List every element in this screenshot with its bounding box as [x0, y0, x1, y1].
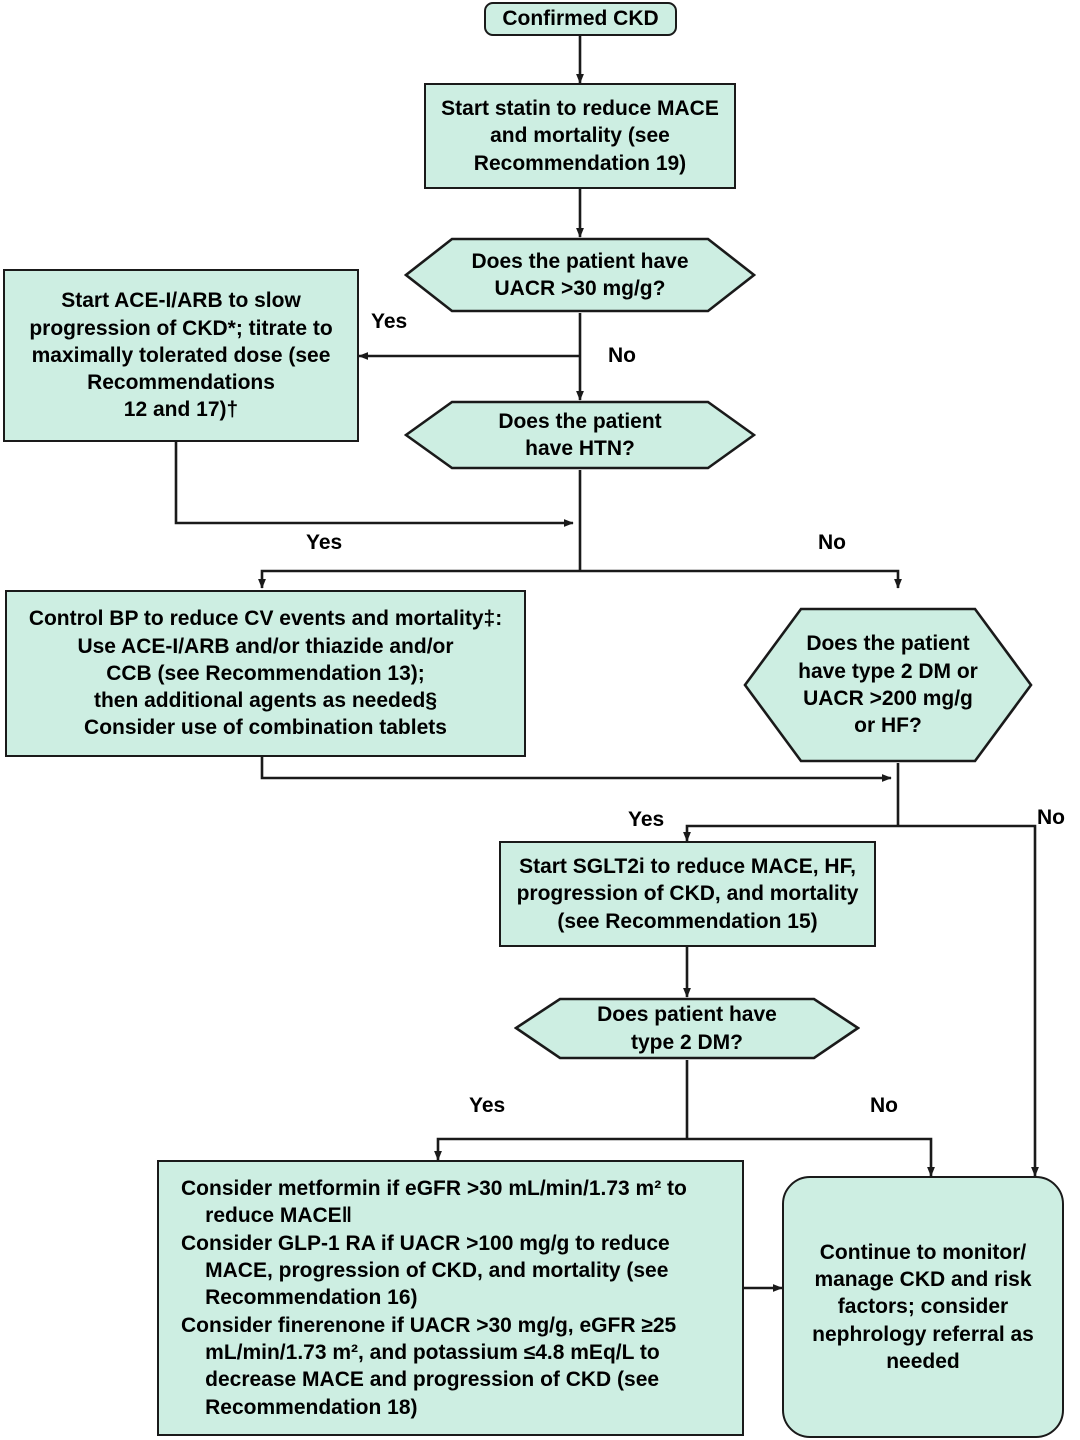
node-question-type2dm[interactable]: Does patient have type 2 DM? [514, 997, 860, 1060]
node-consider-meds-label: Consider metformin if eGFR >30 mL/min/1.… [159, 1165, 742, 1431]
node-confirmed-ckd[interactable]: Confirmed CKD [484, 2, 677, 36]
edge-type2dm-yes [434, 1137, 687, 1161]
node-start-acei-arb-label: Start ACE-I/ARB to slow progression of C… [29, 289, 333, 422]
edge-label-type2dm-no: No [870, 1094, 898, 1117]
edge-label-uacr30-yes: Yes [371, 310, 408, 333]
node-confirmed-ckd-label: Confirmed CKD [502, 7, 659, 31]
consider-meds-item: Consider finerenone if UACR >30 mg/g, eG… [181, 1313, 677, 1419]
edge-label-uacr30-no: No [608, 344, 636, 367]
edge-dm-yes [683, 824, 898, 842]
node-consider-meds[interactable]: Consider metformin if eGFR >30 mL/min/1.… [157, 1160, 744, 1436]
node-control-bp-label: Control BP to reduce CV events and morta… [28, 607, 503, 740]
edge-label-dm200-no: No [1037, 806, 1065, 829]
node-continue-monitor-label: Continue to monitor/ manage CKD and risk… [812, 1240, 1034, 1373]
edge-label-type2dm-yes: Yes [469, 1094, 506, 1117]
node-start-sglt2i-label: Start SGLT2i to reduce MACE, HF, progres… [516, 855, 859, 933]
edge-label-dm200-yes: Yes [628, 808, 665, 831]
node-question-htn-label: Does the patient have HTN? [498, 409, 662, 460]
hexagon-shape [404, 400, 756, 470]
node-start-statin-label: Start statin to reduce MACE and mortalit… [441, 97, 719, 175]
node-control-bp[interactable]: Control BP to reduce CV events and morta… [5, 590, 526, 757]
node-question-uacr30-label: Does the patient have UACR >30 mg/g? [471, 249, 689, 300]
consider-meds-item: Consider GLP-1 RA if UACR >100 mg/g to r… [181, 1231, 670, 1310]
edge-htn-yes [258, 569, 580, 589]
edge-dm-no [898, 824, 1039, 1177]
node-question-htn[interactable]: Does the patient have HTN? [404, 400, 756, 470]
hexagon-shape [514, 997, 860, 1060]
node-continue-monitor[interactable]: Continue to monitor/ manage CKD and risk… [782, 1176, 1064, 1438]
hexagon-shape [404, 237, 756, 313]
edge-label-htn-no: No [818, 531, 846, 554]
consider-meds-item: Consider metformin if eGFR >30 mL/min/1.… [181, 1177, 687, 1228]
node-start-statin[interactable]: Start statin to reduce MACE and mortalit… [424, 83, 736, 189]
node-question-dm-uacr200-hf[interactable]: Does the patient have type 2 DM or UACR … [743, 607, 1033, 763]
node-start-acei-arb[interactable]: Start ACE-I/ARB to slow progression of C… [3, 269, 359, 442]
hexagon-shape [743, 607, 1033, 763]
node-question-dm-uacr200-hf-label: Does the patient have type 2 DM or UACR … [798, 632, 978, 738]
node-start-sglt2i[interactable]: Start SGLT2i to reduce MACE, HF, progres… [499, 841, 876, 947]
node-question-type2dm-label: Does patient have type 2 DM? [597, 1003, 777, 1054]
node-question-uacr30[interactable]: Does the patient have UACR >30 mg/g? [404, 237, 756, 313]
edge-htn-no [580, 569, 902, 589]
edge-label-htn-yes: Yes [306, 531, 343, 554]
